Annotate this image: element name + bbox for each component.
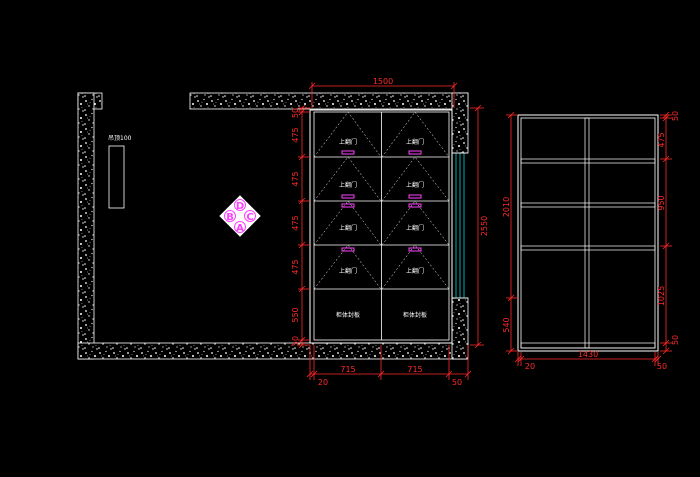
svg-text:1430: 1430	[578, 350, 598, 359]
wall-niche	[108, 145, 125, 209]
compass-marker: D B C A	[219, 195, 261, 237]
dim-left-heights-right: 2010 540	[502, 111, 518, 355]
carcass	[517, 114, 659, 352]
right-wall-lower	[451, 297, 469, 360]
svg-text:50: 50	[452, 378, 462, 387]
svg-text:50: 50	[291, 108, 300, 118]
svg-text:50: 50	[291, 336, 300, 346]
drawer-label: 柜体封板	[403, 311, 427, 319]
right-elevation: 50 475 950 1025 50 2010 540	[502, 111, 680, 371]
window-glass	[451, 152, 468, 299]
svg-text:475: 475	[291, 127, 300, 142]
svg-text:1500: 1500	[373, 77, 393, 86]
svg-text:50: 50	[671, 111, 680, 121]
compass-top: D	[236, 201, 244, 212]
dim-bottom-chain: 20 715 715 50	[306, 345, 472, 387]
svg-text:50: 50	[657, 362, 667, 371]
left-wall	[77, 92, 95, 360]
door-label: 上翻门	[406, 181, 424, 189]
svg-text:2010: 2010	[502, 197, 511, 217]
dim-right-heights: 50 475 950 1025 50	[657, 111, 680, 355]
svg-text:550: 550	[291, 307, 300, 322]
ceiling-slab	[189, 92, 469, 110]
floor-slab	[77, 342, 469, 360]
cabinet: 上翻门 上翻门 上翻门 上翻门 上翻门 上翻门 上翻门 上翻门 柜体封板 柜体封…	[309, 109, 453, 344]
svg-text:20: 20	[525, 362, 535, 371]
door-label: 上翻门	[339, 181, 357, 189]
svg-text:475: 475	[657, 132, 666, 147]
dim-bottom-chain-right: 20 1430 50	[514, 350, 667, 371]
door-label: 上翻门	[406, 224, 424, 232]
svg-text:50: 50	[671, 335, 680, 345]
compass-bottom: A	[236, 223, 244, 234]
door-label: 上翻门	[406, 138, 424, 146]
svg-text:475: 475	[291, 215, 300, 230]
svg-text:540: 540	[502, 317, 511, 332]
door-label: 上翻门	[339, 138, 357, 146]
drawer-label: 柜体封板	[336, 311, 360, 319]
svg-text:475: 475	[291, 171, 300, 186]
door-label: 上翻门	[339, 267, 357, 275]
svg-text:715: 715	[407, 365, 422, 374]
svg-text:2550: 2550	[480, 216, 489, 236]
door-label: 上翻门	[339, 224, 357, 232]
svg-text:20: 20	[318, 378, 328, 387]
compass-left: B	[226, 212, 234, 223]
svg-text:715: 715	[340, 365, 355, 374]
dim-left-heights: 50 475 475 475 475 550 50	[291, 104, 310, 349]
ceiling-note: 吊顶100	[108, 135, 132, 142]
svg-text:1025: 1025	[657, 286, 666, 306]
left-elevation: 吊顶100 D B C A	[77, 77, 489, 387]
dim-top-width: 1500	[308, 77, 458, 108]
svg-text:950: 950	[657, 195, 666, 210]
door-label: 上翻门	[406, 267, 424, 275]
svg-text:475: 475	[291, 259, 300, 274]
dim-overall-height: 2550	[470, 104, 489, 349]
compass-right: C	[246, 212, 253, 223]
